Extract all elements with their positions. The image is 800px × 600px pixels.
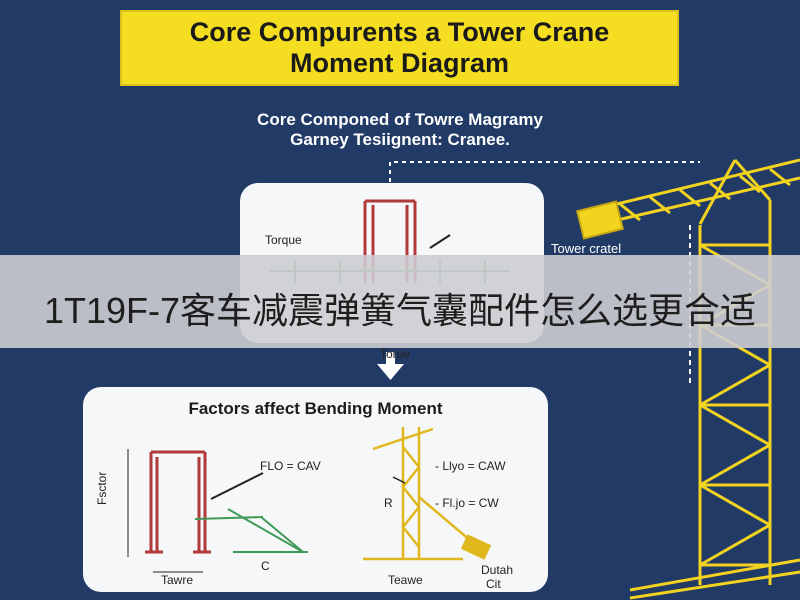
bottom-diagram-panel: Factors affect Bending Moment: [83, 387, 548, 592]
formula-left: FLO = CAV: [260, 459, 321, 473]
formula-right-top: - Llyo = CAW: [435, 459, 506, 473]
title-line-1: Core Compurents a Tower Crane: [189, 17, 610, 47]
subtitle-line-2: Garney Tesiignent: Cranee.: [290, 130, 510, 149]
label-cit: Cit: [486, 577, 501, 591]
crane-label: Tower cratel: [551, 241, 622, 256]
title-line-2: Moment Diagram: [289, 48, 510, 78]
bottom-panel-heading: Factors affect Bending Moment: [188, 399, 443, 418]
label-bottom-right: Teawe: [388, 573, 423, 587]
banner-text: 1T19F-7客车减震弹簧气囊配件怎么选更合适: [43, 290, 757, 331]
overlay-banner: 1T19F-7客车减震弹簧气囊配件怎么选更合适: [0, 255, 800, 348]
label-vertical: Fsctor: [95, 471, 109, 505]
label-dutch: Dutah: [481, 563, 514, 577]
top-label-torque: Torque: [265, 233, 302, 247]
subtitle-line-1: Core Componed of Towre Magramy: [257, 110, 543, 129]
bottom-panel-drawing: [127, 427, 492, 573]
label-r: R: [384, 496, 393, 510]
formula-right-mid: - Fl.jo = CW: [435, 496, 499, 510]
label-c: C: [261, 559, 270, 573]
title-box: Core Compurents a Tower Crane Moment Dia…: [120, 10, 679, 86]
label-bottom-left: Tawre: [161, 573, 194, 587]
top-label-bottom: Torue: [380, 347, 411, 361]
